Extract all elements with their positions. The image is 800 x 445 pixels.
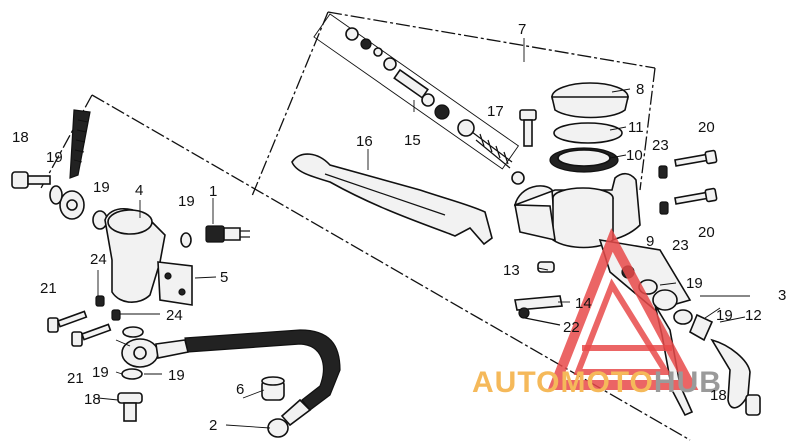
callout-23a: 23 [652,137,669,154]
callout-20b: 20 [698,224,715,241]
callout-12: 12 [745,307,762,324]
piston-set [313,13,525,185]
callout-18c: 18 [710,387,727,404]
callout-18a: 18 [12,129,29,146]
callout-19c: 19 [46,149,63,166]
callout-13: 13 [503,262,520,279]
left-bolts [11,171,143,422]
callout-numbers: 7 8 17 11 20 15 16 23 10 20 23 9 13 19 3… [12,21,786,434]
callout-11: 11 [628,119,644,136]
leader-lines [97,38,750,429]
watermark-text: AUTOMOTOHUB [472,366,722,399]
callout-3: 3 [778,287,786,304]
callout-9: 9 [646,233,654,250]
callout-19f: 19 [92,364,109,381]
callout-4: 4 [135,182,143,199]
watermark-text-part2: HUB [654,366,722,399]
callout-5: 5 [220,269,228,286]
watermark: AUTOMOTOHUB [472,228,722,399]
brake-lever [291,153,493,246]
callout-24b: 24 [166,307,183,324]
callout-6: 6 [236,381,244,398]
callout-19e: 19 [178,193,195,210]
brake-switch [205,225,250,243]
switch-bracket [104,207,193,306]
callout-14: 14 [575,295,592,312]
callout-8: 8 [636,81,644,98]
callout-19b: 19 [716,307,733,324]
callout-21b: 21 [67,370,84,387]
callout-19a: 19 [686,275,703,292]
left-hose-upper [59,109,91,220]
small-parts-right [514,261,563,326]
callout-16: 16 [356,133,373,150]
callout-22: 22 [563,319,580,336]
callout-21a: 21 [40,280,57,297]
callout-23b: 23 [672,237,689,254]
callout-17: 17 [487,103,504,120]
right-bolts [658,149,718,215]
callout-1: 1 [209,183,217,200]
callout-10: 10 [626,147,643,164]
callout-15: 15 [404,132,421,149]
brake-hose-lower [121,329,341,438]
callout-24a: 24 [90,251,107,268]
callout-2: 2 [209,417,217,434]
lower-left-bolts [47,295,121,347]
watermark-logo [547,228,699,390]
pivot-bolt [519,109,537,147]
callout-19d: 19 [93,179,110,196]
callout-7: 7 [518,21,526,38]
callout-18b: 18 [84,391,101,408]
watermark-text-part1: AUTOMOTO [472,366,654,399]
washers [49,185,192,380]
callout-20a: 20 [698,119,715,136]
callout-19g: 19 [168,367,185,384]
